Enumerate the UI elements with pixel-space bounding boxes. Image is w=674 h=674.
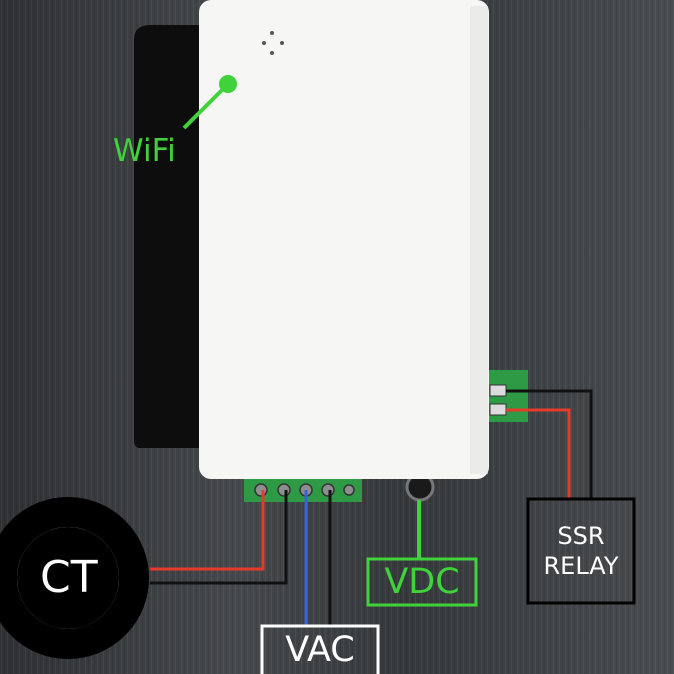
ssr-label-line2: RELAY <box>543 552 619 580</box>
vdc-label: VDC <box>384 561 460 602</box>
ssr-relay-box <box>526 497 636 605</box>
led-dot-left <box>262 41 266 45</box>
wifi-pointer-line <box>182 82 230 130</box>
led-indicator-dots <box>262 31 284 55</box>
enclosure-edge-shade <box>470 6 488 474</box>
terminal-screw-4 <box>321 483 335 497</box>
ct-wire-red <box>150 490 265 571</box>
ssr-wire-red <box>506 408 571 498</box>
right-terminal-slot-1 <box>489 384 507 397</box>
vac-label: VAC <box>285 629 355 670</box>
terminal-screw-2 <box>277 483 291 497</box>
ct-wire-black <box>150 490 288 585</box>
led-dot-top <box>270 31 274 35</box>
right-terminal-slot-2 <box>489 403 507 416</box>
terminal-screw-5 <box>343 484 355 496</box>
ct-sensor-core <box>17 527 119 629</box>
wifi-label: WiFi <box>113 133 176 169</box>
vac-box <box>260 624 380 674</box>
bottom-terminal-screws <box>254 483 355 497</box>
vdc-box <box>366 557 478 607</box>
enclosure-shadow <box>134 25 205 448</box>
enclosure-body <box>199 0 489 479</box>
wifi-pointer-dot <box>219 75 237 93</box>
led-dot-right <box>280 41 284 45</box>
ssr-label-line1: SSR <box>557 522 605 550</box>
ssr-wire-black <box>506 389 593 498</box>
ct-label: CT <box>40 552 98 603</box>
terminal-screw-1 <box>254 483 268 497</box>
led-dot-bottom <box>270 51 274 55</box>
ssr-relay-label: SSR RELAY <box>528 499 634 603</box>
